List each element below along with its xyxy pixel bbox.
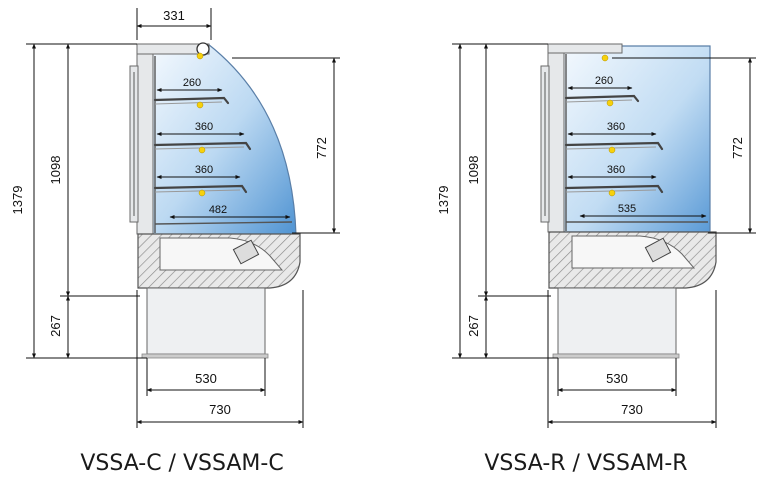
model-c-caption: VSSA-C / VSSAM-C	[80, 451, 283, 476]
model-c-evaporator	[232, 239, 260, 265]
model-r-dim-base-width: 530	[606, 371, 628, 386]
model-r-dim-glass-height: 772	[730, 137, 745, 159]
model-r-shelf-1b	[565, 99, 633, 103]
model-r-foot	[552, 353, 680, 359]
model-r-shelf-3-lamp	[608, 189, 616, 197]
model-c-dim-inner-height: 1098	[48, 156, 63, 185]
model-c-shelf-2	[153, 141, 252, 151]
model-c-shelf-3	[153, 184, 248, 194]
model-r-diagram: 1379 1098 267 772 260 360 360 535 530 73…	[436, 43, 756, 476]
model-r-dim-shelf-3-label: 360	[607, 164, 625, 176]
model-c-shelf-2-lamp	[198, 146, 206, 154]
model-c-dim-shelf-2-label: 360	[195, 121, 213, 133]
model-r-evaporator	[644, 237, 672, 263]
model-r-shelf-1-lamp	[606, 99, 614, 107]
model-c-dim-bottom-depth-label: 482	[209, 204, 227, 216]
model-c-dim-base-width: 530	[195, 371, 217, 386]
model-r-shelf-3	[564, 184, 664, 194]
model-c-shelf-1b	[154, 101, 223, 105]
model-r-canopy	[547, 43, 623, 54]
model-c-dim-glass-height: 772	[314, 137, 329, 159]
model-c-shelf-3-lamp	[198, 189, 206, 197]
model-c-diagram: 331 1379 1098 267 772 260 360 360 482 53…	[10, 8, 340, 476]
model-c-dim-total-width: 730	[209, 402, 231, 417]
model-c-deck	[154, 221, 293, 225]
model-r-dim-base-height: 267	[466, 315, 481, 337]
model-r-top-lamp	[601, 54, 609, 62]
model-r-rear-wall	[547, 45, 565, 233]
model-c-shelf-1-lamp	[196, 101, 204, 109]
model-r-dim-shelf-2-label: 360	[607, 121, 625, 133]
model-c-foot	[141, 353, 269, 359]
model-c-dim-base-height: 267	[48, 315, 63, 337]
model-r-shelf-2	[564, 141, 664, 151]
model-c-rear-wall	[136, 45, 154, 235]
model-r-caption: VSSA-R / VSSAM-R	[484, 451, 687, 476]
model-c-dim-total-height: 1379	[10, 186, 25, 215]
model-c-dim-shelf-1-label: 260	[183, 77, 201, 89]
model-c-shelf-3b	[154, 189, 241, 193]
model-r-shelf-2-lamp	[608, 146, 616, 154]
model-r-dim-total-width: 730	[621, 402, 643, 417]
model-r-shelf-1	[564, 94, 640, 103]
model-r-dim-total-height: 1379	[436, 186, 451, 215]
model-c-top-lamp	[196, 52, 204, 60]
model-r-dim-bottom-depth-label: 535	[618, 203, 636, 215]
model-r-base	[557, 287, 677, 355]
model-c-shelf-1	[153, 96, 230, 105]
model-c-dim-shelf-3-label: 360	[195, 164, 213, 176]
model-c-dim-top-width: 331	[163, 8, 185, 23]
model-r-dim-inner-height: 1098	[466, 156, 481, 185]
model-r-dim-shelf-1-label: 260	[595, 75, 613, 87]
model-c-base	[146, 287, 266, 355]
